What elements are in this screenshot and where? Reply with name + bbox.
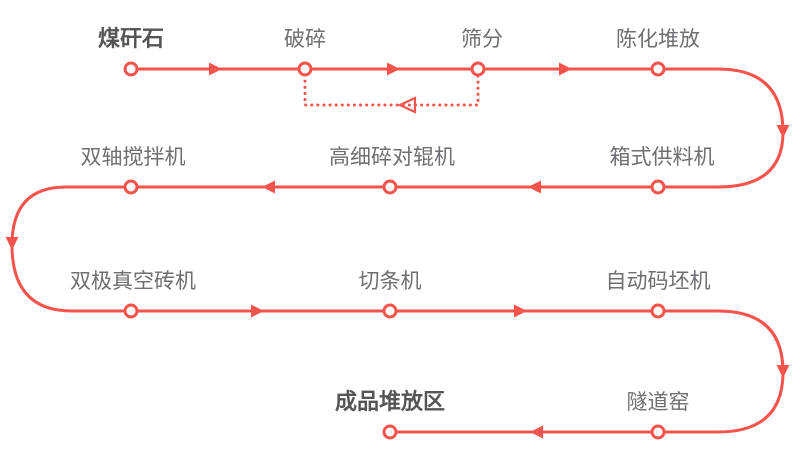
flow-node-label: 破碎: [284, 28, 326, 51]
arrowhead-icon: [262, 180, 275, 194]
flow-node-marker[interactable]: [650, 179, 666, 195]
arrowhead-icon: [559, 62, 572, 76]
flow-node-label: 隧道窑: [627, 391, 690, 414]
flow-arrowhead-layer: [5, 62, 790, 439]
flow-node-label: 陈化堆放: [616, 28, 700, 51]
flow-node-marker[interactable]: [382, 424, 398, 440]
flow-connector-layer: [10, 67, 785, 434]
arrowhead-icon: [5, 237, 19, 250]
arrowhead-icon: [776, 125, 790, 138]
flow-node-marker[interactable]: [382, 303, 398, 319]
arrowhead-icon: [387, 62, 400, 76]
flow-node-label: 成品堆放区: [335, 389, 445, 414]
arrowhead-icon: [530, 425, 543, 439]
arrowhead-icon: [776, 365, 790, 378]
arrowhead-icon: [209, 62, 222, 76]
flow-node-label: 煤矸石: [98, 26, 164, 51]
flow-connector: [10, 185, 720, 247]
flow-connector: [10, 243, 74, 313]
arrowhead-open-icon: [397, 96, 417, 114]
flow-node-label: 双轴搅拌机: [81, 146, 186, 169]
arrowhead-icon: [251, 304, 264, 318]
arrowhead-icon: [514, 304, 527, 318]
flow-connector: [716, 370, 785, 434]
flow-node-marker[interactable]: [650, 61, 666, 77]
flow-node-marker[interactable]: [650, 303, 666, 319]
flow-node-label: 自动码坯机: [606, 270, 711, 293]
flow-node-marker[interactable]: [470, 61, 486, 77]
flow-node-marker[interactable]: [650, 424, 666, 440]
flow-node-label: 筛分: [461, 28, 503, 51]
arrowhead-icon: [528, 180, 541, 194]
flow-connector: [129, 67, 785, 134]
flow-node-label: 切条机: [359, 270, 422, 293]
flow-node-label: 箱式供料机: [610, 146, 715, 169]
flow-node-layer: [123, 61, 666, 440]
flow-node-marker[interactable]: [123, 303, 139, 319]
flow-node-marker[interactable]: [123, 61, 139, 77]
flow-node-label: 双极真空砖机: [70, 270, 196, 293]
flow-node-marker[interactable]: [297, 61, 313, 77]
flow-node-marker[interactable]: [382, 179, 398, 195]
flow-connector-dashed: [303, 74, 480, 107]
flow-node-label: 高细碎对辊机: [329, 146, 455, 169]
flow-connector: [716, 130, 785, 189]
flow-connector: [70, 309, 785, 374]
flow-node-marker[interactable]: [123, 179, 139, 195]
